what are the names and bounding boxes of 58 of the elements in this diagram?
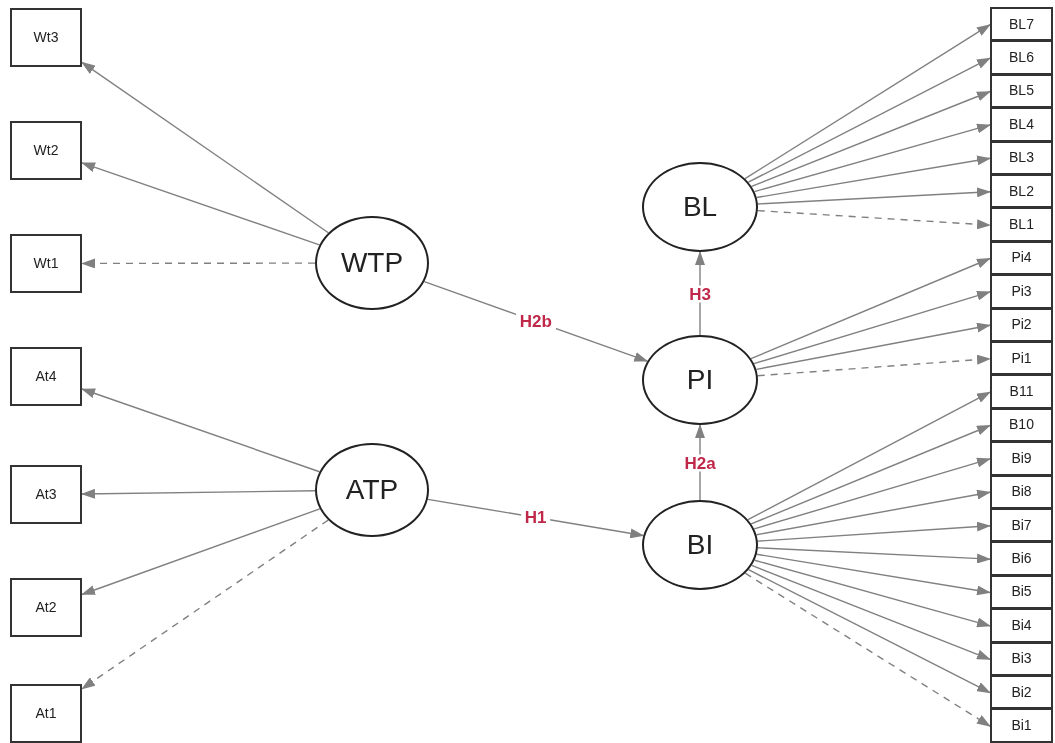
- arrow: [750, 424, 991, 525]
- arrow: [753, 290, 991, 365]
- edge-label: H2b: [515, 312, 556, 330]
- arrow: [81, 388, 321, 473]
- arrow: [753, 457, 991, 530]
- arrow: [755, 322, 991, 371]
- indicator-cell: Bi9: [990, 441, 1053, 476]
- indicator-cell: BL3: [990, 140, 1053, 175]
- construct-ellipse: BL: [642, 162, 758, 252]
- indicator-cell: Pi1: [990, 341, 1053, 376]
- indicator-box: At3: [10, 465, 82, 524]
- arrow: [81, 519, 329, 690]
- indicator-cell: BL1: [990, 207, 1053, 242]
- arrow: [756, 155, 991, 199]
- indicator-box: Wt1: [10, 234, 82, 293]
- indicator-cell: BL2: [990, 174, 1053, 209]
- indicator-box: At2: [10, 578, 82, 637]
- arrow: [757, 521, 991, 542]
- indicator-cell: Bi7: [990, 508, 1053, 543]
- arrow: [757, 209, 991, 230]
- arrow: [751, 564, 991, 660]
- arrow: [81, 508, 321, 596]
- indicator-cell: Bi1: [990, 708, 1053, 743]
- arrow: [757, 354, 991, 377]
- construct-ellipse: BI: [642, 500, 758, 590]
- arrow: [755, 489, 991, 536]
- arrow: [695, 251, 705, 336]
- indicator-box: Wt2: [10, 121, 82, 180]
- arrow: [747, 391, 991, 521]
- arrow: [81, 258, 316, 269]
- arrow: [757, 187, 991, 205]
- indicator-cell: B11: [990, 374, 1053, 409]
- edge-label: H1: [520, 508, 551, 526]
- indicator-cell: BL4: [990, 107, 1053, 142]
- arrow: [753, 559, 991, 628]
- indicator-cell: Pi2: [990, 307, 1053, 342]
- arrow: [81, 61, 330, 234]
- construct-ellipse: WTP: [315, 216, 429, 310]
- indicator-cell: Bi6: [990, 541, 1053, 576]
- arrow: [756, 553, 991, 596]
- indicator-cell: BL6: [990, 40, 1053, 75]
- indicator-cell: Pi3: [990, 274, 1053, 309]
- indicator-box: At1: [10, 684, 82, 743]
- indicator-box: Wt3: [10, 8, 82, 67]
- indicator-cell: Bi8: [990, 474, 1053, 509]
- indicator-cell: Bi3: [990, 641, 1053, 676]
- indicator-cell: Bi2: [990, 675, 1053, 710]
- arrow: [757, 547, 991, 564]
- arrow: [750, 257, 991, 360]
- construct-ellipse: ATP: [315, 443, 429, 537]
- arrow: [81, 488, 316, 499]
- construct-ellipse: PI: [642, 335, 758, 425]
- arrow: [81, 162, 321, 246]
- indicator-cell: Bi4: [990, 608, 1053, 643]
- arrow: [750, 90, 991, 188]
- arrow: [753, 123, 991, 193]
- indicator-cell: BL7: [990, 7, 1053, 42]
- indicator-box: At4: [10, 347, 82, 406]
